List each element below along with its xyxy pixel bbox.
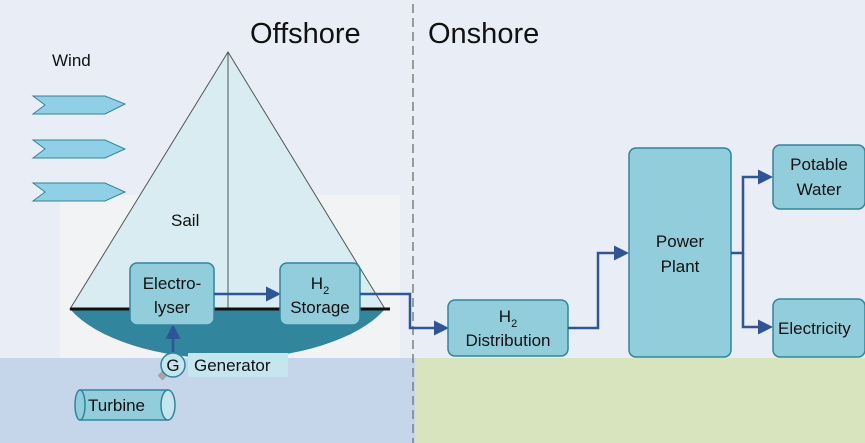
electricity-box (772, 298, 865, 358)
powerplant-to-water-arrow (731, 169, 773, 255)
storage-to-distribution-arrow (360, 292, 449, 336)
h2-distribution-label: H2 (499, 307, 517, 330)
electrolyser-label: lyser (154, 298, 190, 317)
offshore-title: Offshore (250, 18, 361, 50)
h2-storage-label: H2 (311, 274, 329, 297)
wind-arrow (31, 182, 127, 202)
electricity-label: Electricity (778, 319, 851, 338)
power-plant-label: Power (656, 232, 705, 251)
generator-label-bg (188, 353, 288, 377)
potable-water-box (772, 144, 865, 210)
potable-water-label: Potable (790, 155, 848, 174)
generator-symbol (160, 352, 186, 378)
turbine: Turbine (74, 389, 176, 421)
land (415, 358, 865, 443)
wind-label: Wind (52, 51, 91, 70)
h2-distribution-label: Distribution (465, 331, 550, 350)
powerplant-to-electricity-arrow (741, 253, 773, 335)
turbine-label: Turbine (88, 396, 145, 415)
distribution-to-powerplant-arrow (568, 245, 629, 330)
potable-water-label: Water (797, 180, 842, 199)
generator-label: Generator (194, 356, 271, 375)
power-plant-box (628, 147, 732, 358)
h2-storage-label: Storage (290, 298, 350, 317)
wind-arrow (31, 139, 127, 159)
electrolyser-label: Electro- (143, 274, 202, 293)
wind-arrow (31, 95, 127, 115)
sail-label: Sail (171, 211, 199, 230)
onshore-title: Onshore (428, 18, 539, 50)
power-plant-label: Plant (661, 257, 700, 276)
generator-symbol-label: G (166, 356, 179, 375)
